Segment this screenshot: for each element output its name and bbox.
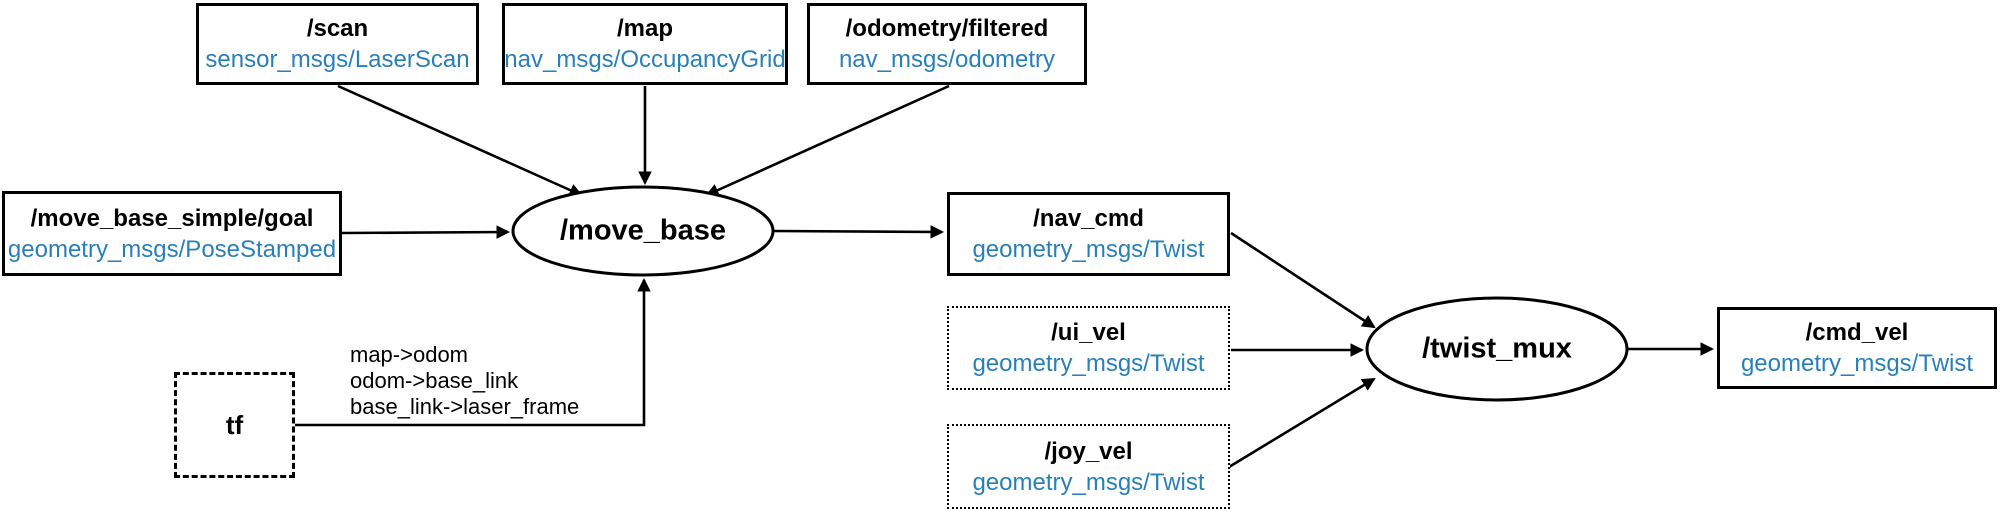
node-label-move-base: /move_base <box>559 214 727 247</box>
topic-name: /map <box>616 15 673 42</box>
edge-joy-vel-to-twist-mux <box>1228 377 1376 469</box>
topic-name: /joy_vel <box>1044 437 1133 465</box>
topic-box-joy-vel: /joy_vel geometry_msgs/Twist <box>947 424 1230 509</box>
edge-move-base-to-nav-cmd <box>772 225 945 239</box>
node-ellipse-twist-mux <box>1365 296 1629 402</box>
topic-name: /move_base_simple/goal <box>30 204 314 232</box>
node-ellipse-move-base <box>511 185 775 277</box>
topic-type: nav_msgs/OccupancyGrid <box>504 46 786 73</box>
topic-type: geometry_msgs/Twist <box>972 236 1205 263</box>
edge-nav-cmd-to-twist-mux <box>1230 231 1376 329</box>
topic-type: geometry_msgs/PoseStamped <box>7 235 337 263</box>
topic-box-odometry-filtered: /odometry/filtered nav_msgs/odometry <box>807 3 1087 85</box>
topic-name: /cmd_vel <box>1805 319 1909 346</box>
tf-transform-base-link-laser-frame: base_link->laser_frame <box>350 394 580 419</box>
topic-box-move-base-simple-goal: /move_base_simple/goal geometry_msgs/Pos… <box>2 191 342 276</box>
topic-type: geometry_msgs/Twist <box>1740 350 1974 377</box>
edge-odometry-to-move-base <box>705 84 950 197</box>
topic-name: /nav_cmd <box>1033 205 1144 232</box>
topic-box-cmd-vel: /cmd_vel geometry_msgs/Twist <box>1717 307 1997 389</box>
tf-label: tf <box>225 409 244 440</box>
topic-box-map: /map nav_msgs/OccupancyGrid <box>502 3 788 85</box>
topic-type: geometry_msgs/Twist <box>972 468 1205 496</box>
edge-goal-to-move-base <box>341 225 511 239</box>
topic-box-scan: /scan sensor_msgs/LaserScan <box>196 3 479 85</box>
tf-transform-map-odom: map->odom <box>350 342 469 367</box>
topic-name: /odometry/filtered <box>845 15 1049 42</box>
topic-box-nav-cmd: /nav_cmd geometry_msgs/Twist <box>947 192 1230 276</box>
node-label-twist-mux: /twist_mux <box>1422 332 1572 365</box>
topic-type: sensor_msgs/LaserScan <box>205 46 470 73</box>
topic-type: geometry_msgs/Twist <box>972 350 1205 377</box>
edge-tf-to-move-base <box>295 277 651 427</box>
topic-box-ui-vel: /ui_vel geometry_msgs/Twist <box>947 306 1230 390</box>
topic-name: /ui_vel <box>1051 319 1126 346</box>
tf-box: tf <box>174 372 295 478</box>
topic-name: /scan <box>306 15 369 42</box>
edge-scan-to-move-base <box>337 84 583 197</box>
topic-type: nav_msgs/odometry <box>838 46 1056 73</box>
tf-transform-odom-base-link: odom->base_link <box>350 368 519 393</box>
tf-transform-list: map->odom odom->base_link base_link->las… <box>350 342 579 420</box>
